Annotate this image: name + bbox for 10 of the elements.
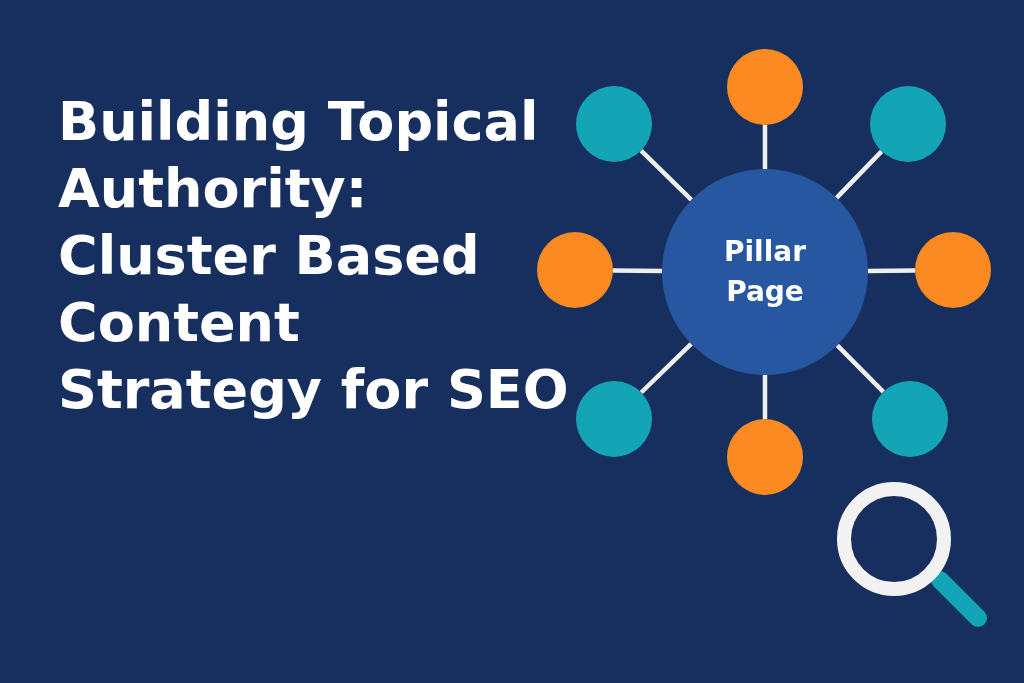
connector-line <box>867 268 916 274</box>
node-label: Pillar Page <box>723 234 807 310</box>
connector-line <box>639 149 693 202</box>
connector-line <box>762 375 768 419</box>
connector-line <box>639 342 693 395</box>
connector-line <box>835 343 885 394</box>
connector-line <box>762 125 768 169</box>
connector-line <box>834 149 884 200</box>
title: Building Topical Authority: Cluster Based Content Strategy for SEO <box>58 89 570 423</box>
connector-line <box>612 268 663 274</box>
